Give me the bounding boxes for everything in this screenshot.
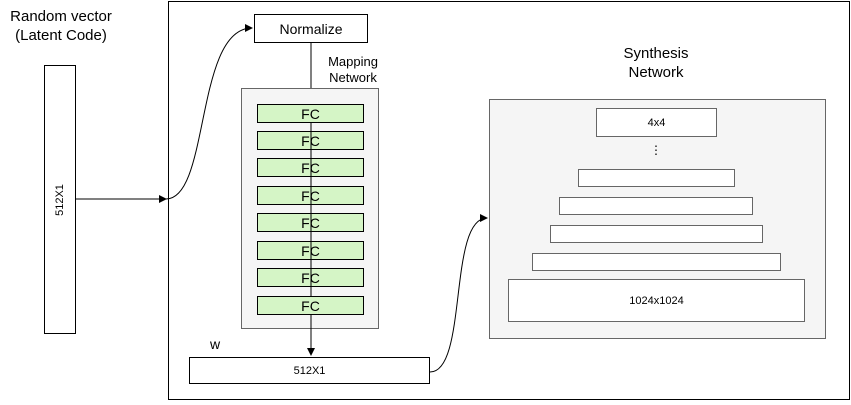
mapping-network-panel (241, 88, 379, 329)
synthesis-network-label-line2: Network (628, 63, 684, 81)
normalize-label: Normalize (279, 20, 343, 37)
ellipsis-icon: ⋮ (650, 143, 662, 157)
random-vector-title-line1: Random vector (10, 8, 112, 25)
synthesis-layer (532, 253, 781, 271)
w-to-synthesis-arrow (429, 214, 488, 373)
synthesis-layer-4x4-label: 4x4 (647, 116, 666, 129)
w-vector-label: 512X1 (293, 364, 326, 377)
synthesis-network-label: Synthesis Network (598, 45, 714, 83)
synthesis-layer-1024x1024: 1024x1024 (508, 279, 805, 322)
latent-to-normalize-arrow (165, 24, 253, 200)
synthesis-layer-1024x1024-label: 1024x1024 (629, 294, 684, 307)
synthesis-layer (578, 169, 735, 187)
normalize-box: Normalize (254, 14, 368, 43)
w-vector-box: 512X1 (189, 357, 430, 384)
mapping-network-label: Mapping Network (318, 54, 388, 87)
synthesis-network-label-line1: Synthesis (623, 45, 689, 62)
w-label: w (210, 336, 221, 352)
latent-vector-box: 512X1 (44, 65, 76, 334)
random-vector-title: Random vector (Latent Code) (0, 8, 122, 46)
mapping-network-label-line1: Mapping (328, 54, 378, 69)
generator-frame (168, 1, 850, 400)
random-vector-title-line2: (Latent Code) (15, 26, 107, 44)
mapping-network-label-line2: Network (329, 70, 377, 86)
synthesis-layer (559, 197, 753, 215)
fc-layer: FC (257, 104, 364, 123)
synthesis-layer (550, 225, 763, 243)
synthesis-layer-4x4: 4x4 (596, 108, 717, 137)
